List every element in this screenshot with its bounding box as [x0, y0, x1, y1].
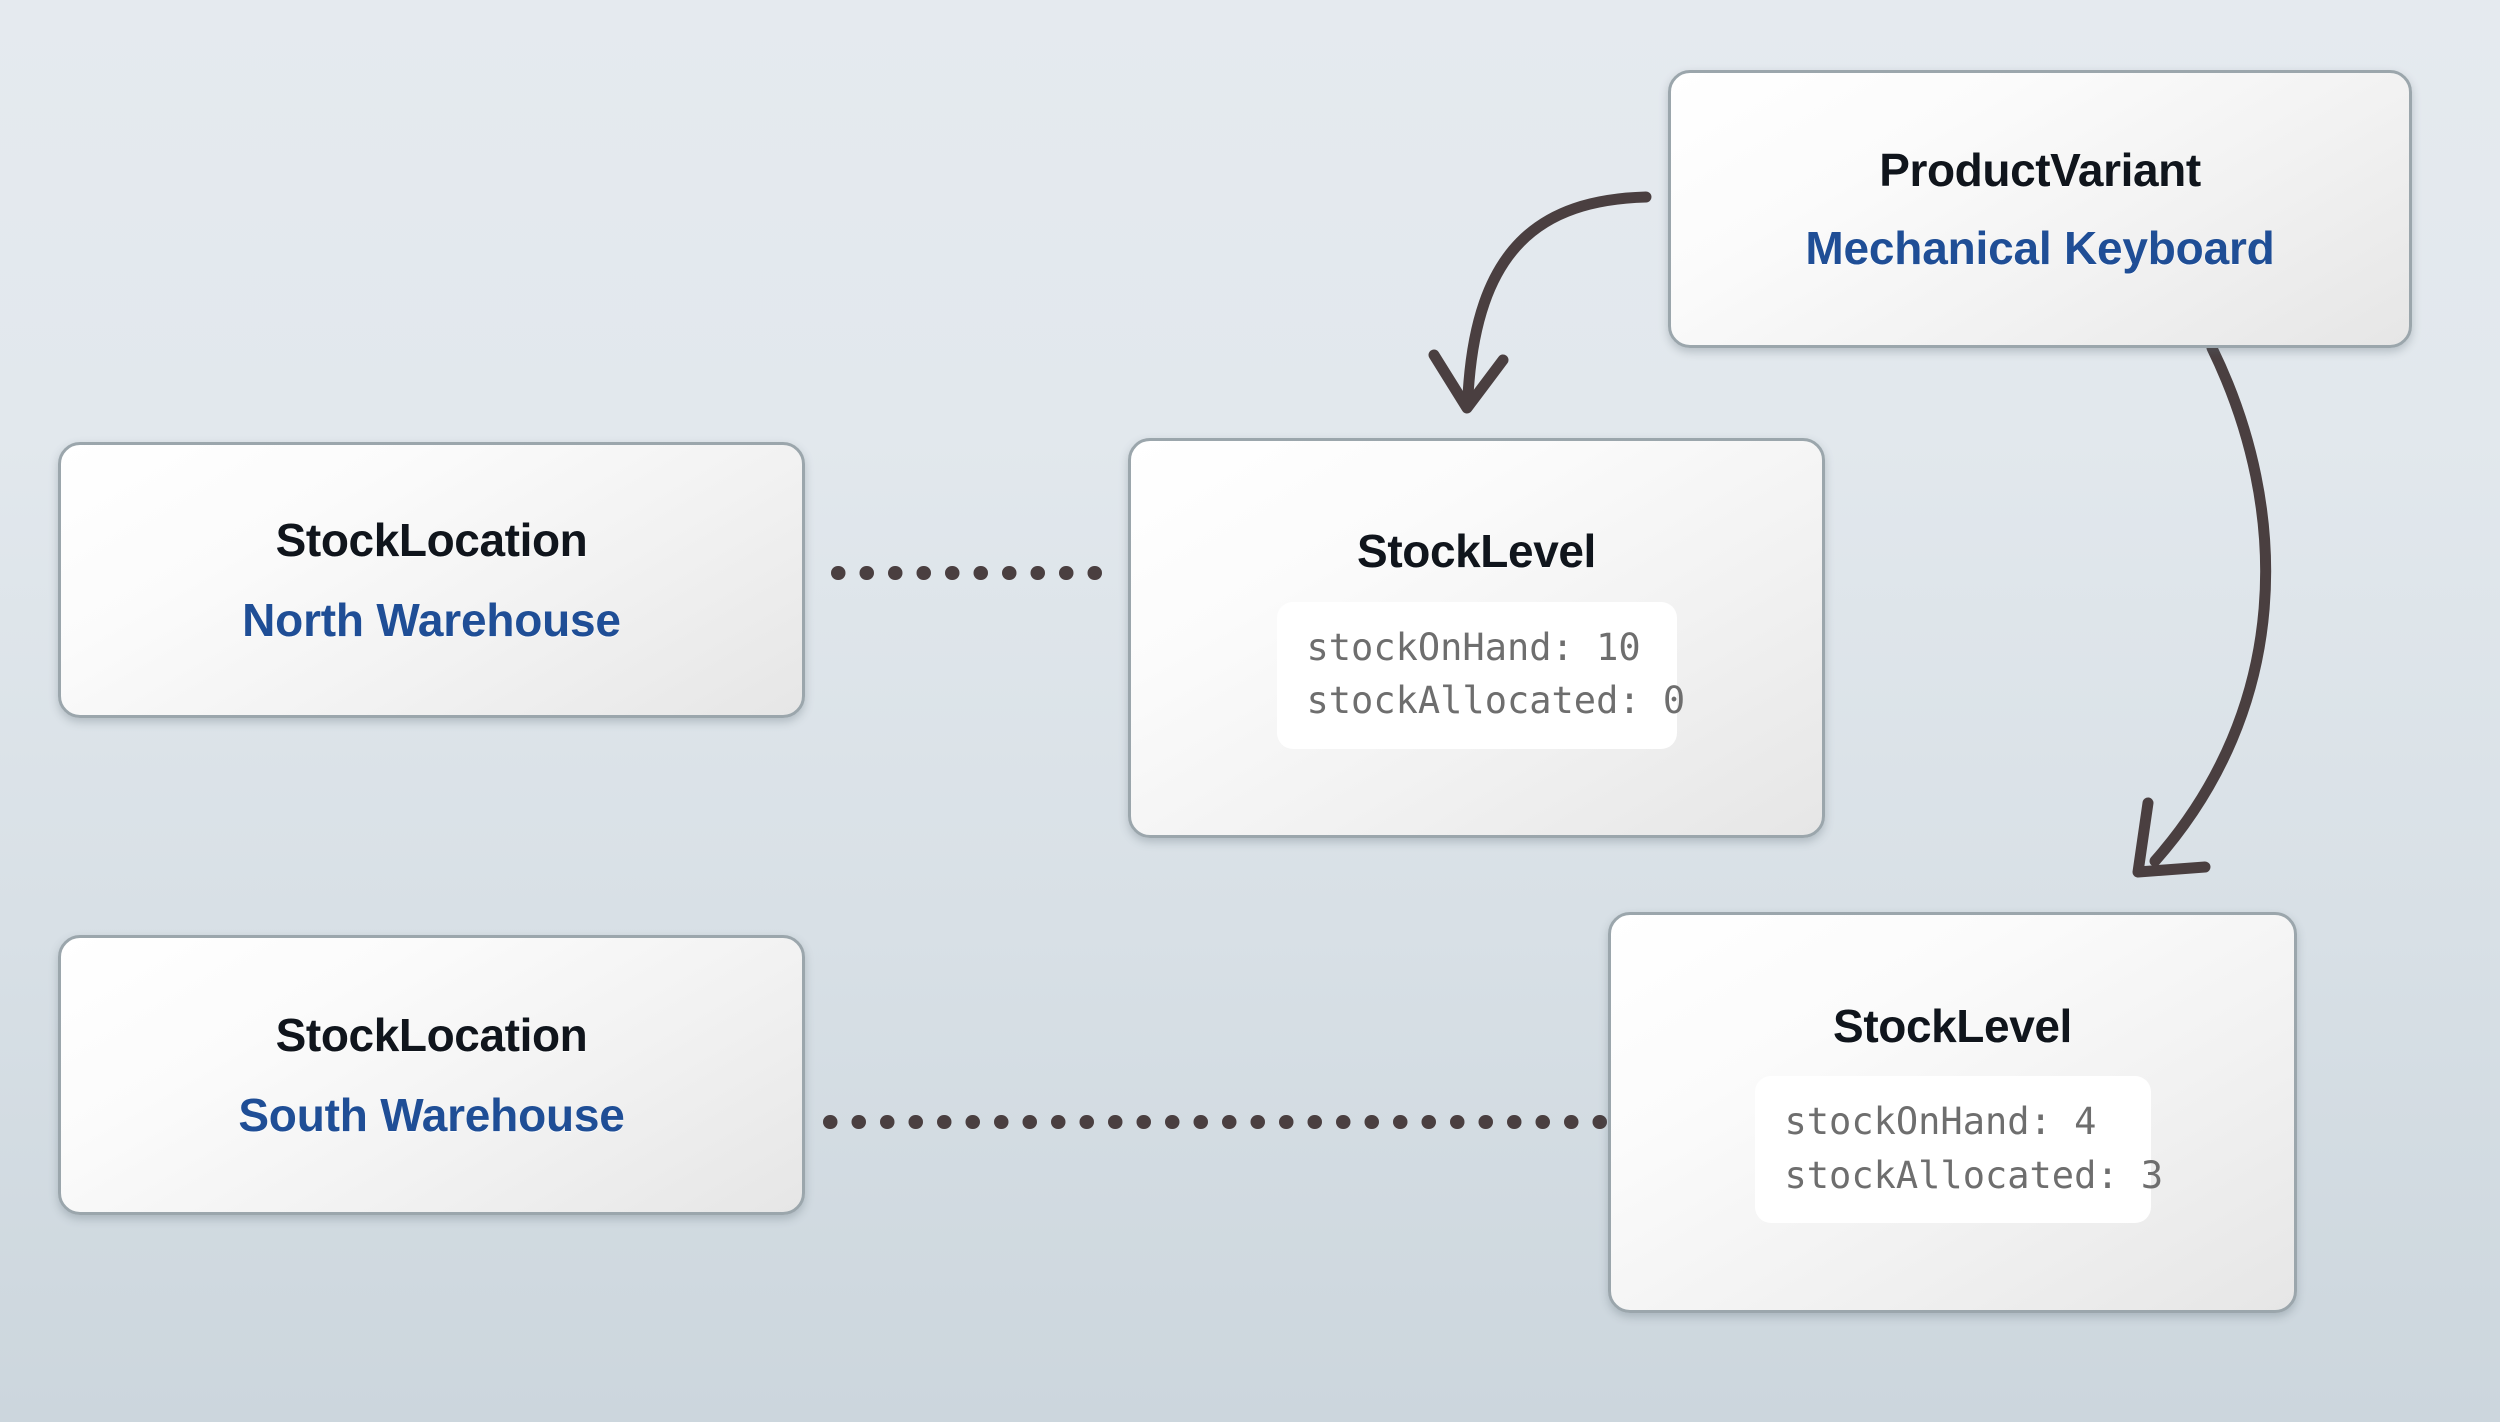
node-product-variant-subtitle: Mechanical Keyboard	[1805, 222, 2275, 274]
node-stock-level-south-title: StockLevel	[1833, 999, 2072, 1052]
node-stock-location-south[interactable]: StockLocation South Warehouse	[58, 935, 805, 1215]
node-stock-location-south-subtitle: South Warehouse	[238, 1089, 625, 1141]
node-stock-location-north-title: StockLocation	[275, 513, 588, 566]
node-stock-location-north-subtitle: North Warehouse	[242, 594, 621, 646]
node-product-variant[interactable]: ProductVariant Mechanical Keyboard	[1668, 70, 2412, 348]
node-stock-level-north[interactable]: StockLevel stockOnHand: 10 stockAllocate…	[1128, 438, 1825, 838]
node-stock-level-south[interactable]: StockLevel stockOnHand: 4 stockAllocated…	[1608, 912, 2297, 1313]
property-stock-allocated: stockAllocated: 3	[1784, 1153, 2164, 1197]
edge-product-variant-to-level-south	[2132, 342, 2272, 878]
node-stock-level-north-title: StockLevel	[1357, 525, 1596, 578]
node-stock-location-north[interactable]: StockLocation North Warehouse	[58, 442, 805, 718]
node-product-variant-title: ProductVariant	[1879, 143, 2201, 196]
property-stock-on-hand: stockOnHand: 10	[1306, 625, 1641, 669]
property-stock-on-hand: stockOnHand: 4	[1784, 1100, 2097, 1144]
node-stock-location-south-title: StockLocation	[275, 1008, 588, 1061]
edge-product-variant-to-level-north	[1428, 191, 1652, 414]
property-stock-allocated: stockAllocated: 0	[1306, 679, 1686, 723]
stock-level-south-properties: stockOnHand: 4 stockAllocated: 3	[1754, 1076, 2164, 1223]
stock-level-north-properties: stockOnHand: 10 stockAllocated: 0	[1276, 601, 1686, 749]
